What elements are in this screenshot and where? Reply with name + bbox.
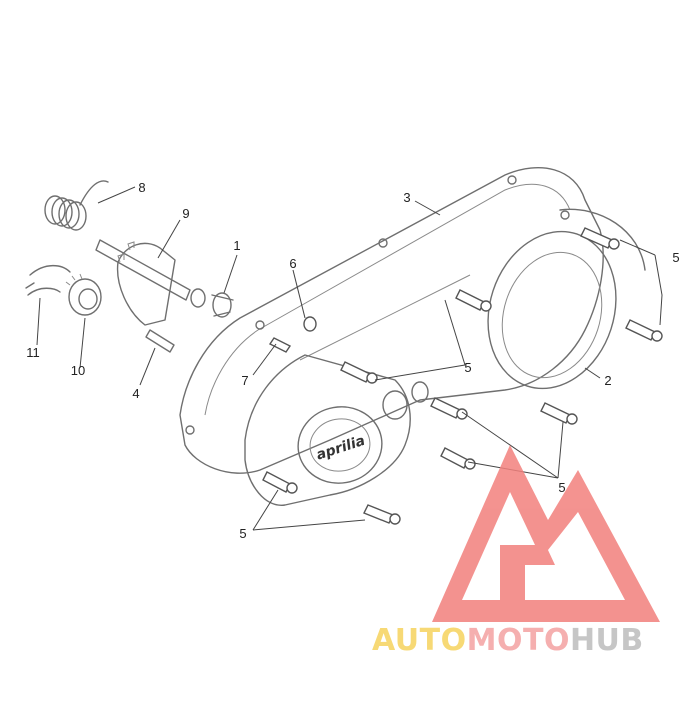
outer-transmission-cover [179,167,604,474]
callout-5-lower-right: 5 [558,480,565,495]
bolt [363,504,401,525]
callout-5-right: 5 [672,250,679,265]
callout-1: 1 [233,238,240,253]
bolt [430,397,468,420]
bolt [455,289,492,312]
kick-shaft-part-9 [95,239,191,326]
watermark-triangle-mark [432,445,660,622]
gear-part-10 [65,273,102,316]
round-side-cover [487,208,646,390]
callout-5-bottom: 5 [239,526,246,541]
bolt-group [262,227,663,525]
watermark-hub: HUB [570,623,644,658]
callout-8: 8 [138,180,145,195]
cover-logo: aprilia [314,433,367,464]
callout-11: 11 [26,345,40,360]
callout-5-middle: 5 [464,360,471,375]
spring-part-8 [44,180,109,231]
callout-3: 3 [403,190,410,205]
callout-labels: 1 2 3 4 5 5 5 5 6 7 8 9 10 11 [26,180,679,541]
leader-lines [36,186,663,531]
bolt [440,447,476,470]
watermark-logo: AUTOMOTOHUB [372,445,660,658]
callout-2: 2 [604,373,611,388]
bolt [540,402,578,425]
bushing-part-1 [190,288,234,318]
callout-7: 7 [241,373,248,388]
washer-part-6 [303,316,317,332]
clip-part-11 [25,264,71,296]
bolt [262,471,298,494]
bolt [625,319,663,342]
watermark-auto: AUTO [372,623,467,658]
callout-10: 10 [71,363,85,378]
callout-9: 9 [182,206,189,221]
bolt [340,361,378,384]
bolt [580,227,620,250]
watermark-wordmark: AUTOMOTOHUB [372,623,644,658]
callout-6: 6 [289,256,296,271]
dowel-part-7 [268,337,292,353]
pin-part-4 [145,329,175,353]
watermark-moto: MOTO [467,623,570,658]
callout-4: 4 [132,386,139,401]
